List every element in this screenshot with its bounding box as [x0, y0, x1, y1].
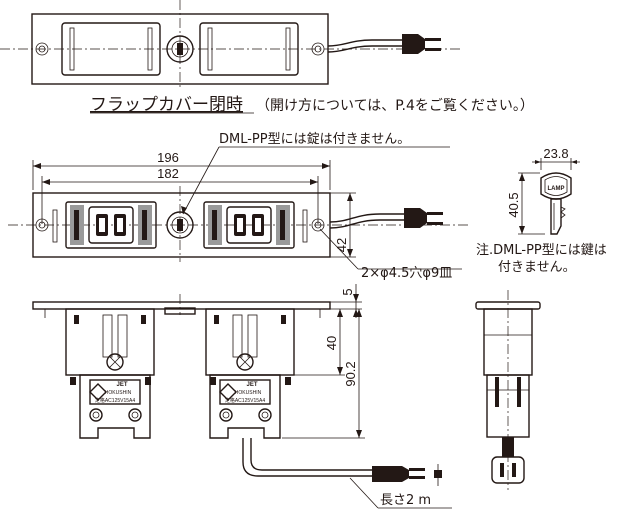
box-left: JET HOKUSHIN 定格AC125V15A4	[65, 308, 155, 439]
power-cord	[327, 39, 402, 47]
note-cord-length: 長さ2 m	[380, 493, 431, 508]
leader-holes	[319, 228, 359, 270]
top-plate	[31, 13, 329, 85]
dim-42: 42	[334, 238, 349, 252]
rating-label: 定格AC125V15A4	[225, 397, 266, 404]
key-note-line1: 注.DML-PP型には鍵は	[476, 242, 607, 258]
plug-front	[404, 208, 427, 228]
body-left	[79, 374, 151, 439]
side-elevation: JET HOKUSHIN 定格AC125V15A4 JET HOKUSHIN 定…	[32, 284, 452, 509]
lock-cylinder	[166, 35, 194, 63]
lock-hole	[166, 211, 194, 239]
leader-no-lock	[182, 146, 220, 215]
maker-label: HOKUSHIN	[235, 390, 262, 396]
mount-hole-left	[35, 218, 49, 232]
screw-hole-right	[311, 42, 325, 56]
plug-pin-upper	[425, 38, 441, 41]
key-note-line2: 付きません。	[498, 260, 576, 275]
dim-182: 182	[157, 166, 179, 181]
jet-label: JET	[246, 382, 257, 388]
mounting-plate	[32, 301, 331, 310]
note-holes: 2×φ4.5穴φ9皿	[361, 266, 452, 281]
outlet-right	[203, 201, 295, 249]
note-no-lock: DML-PP型には錠は付きません。	[219, 132, 410, 147]
caption-note: （開け方については、P.4をご覧ください。）	[256, 97, 534, 114]
box-right: JET HOKUSHIN 定格AC125V15A4	[205, 308, 295, 439]
rating-label: 定格AC125V15A4	[95, 397, 136, 404]
end-cord	[502, 437, 514, 457]
leader-cord-length	[349, 477, 379, 509]
flap-cover-left	[61, 22, 161, 76]
mount-hole-right	[311, 218, 325, 232]
dim-5: 5	[340, 288, 355, 295]
dim-196: 196	[157, 150, 179, 165]
terminal-screw	[236, 353, 254, 371]
dim-90-2: 90.2	[343, 361, 358, 386]
flap-cover-right	[199, 22, 299, 76]
plug-pin-lower	[425, 48, 441, 51]
jet-label: JET	[116, 382, 127, 388]
terminal-screw	[106, 353, 124, 371]
power-cord-front	[329, 213, 404, 223]
end-plug	[491, 456, 525, 484]
plug-bottom	[372, 466, 409, 482]
key-blade	[550, 198, 562, 235]
maker-label: HOKUSHIN	[105, 390, 132, 396]
front-view-open: DML-PP型には錠は付きません。 196 182	[8, 132, 470, 281]
dim-23-8: 23.8	[543, 146, 568, 161]
caption-main: フラップカバー閉時	[90, 95, 243, 115]
pse-mark-icon	[89, 383, 107, 401]
screw-hole-left	[35, 42, 49, 56]
key-brand: LAMP	[548, 186, 565, 192]
end-view	[475, 290, 541, 490]
key-head	[540, 172, 572, 200]
dim-40-5: 40.5	[506, 192, 521, 217]
outlet-left	[65, 201, 157, 249]
pse-mark-icon	[219, 383, 237, 401]
plug-body	[402, 34, 425, 54]
key-drawing: 23.8 40.5 LAMP 注.DML-PP型には鍵は 付きません。	[476, 146, 607, 275]
cord-bottom	[242, 438, 372, 477]
top-view-flap-closed	[0, 0, 460, 88]
body-right	[209, 374, 281, 439]
front-plate	[32, 192, 331, 258]
dim-40: 40	[324, 336, 339, 350]
